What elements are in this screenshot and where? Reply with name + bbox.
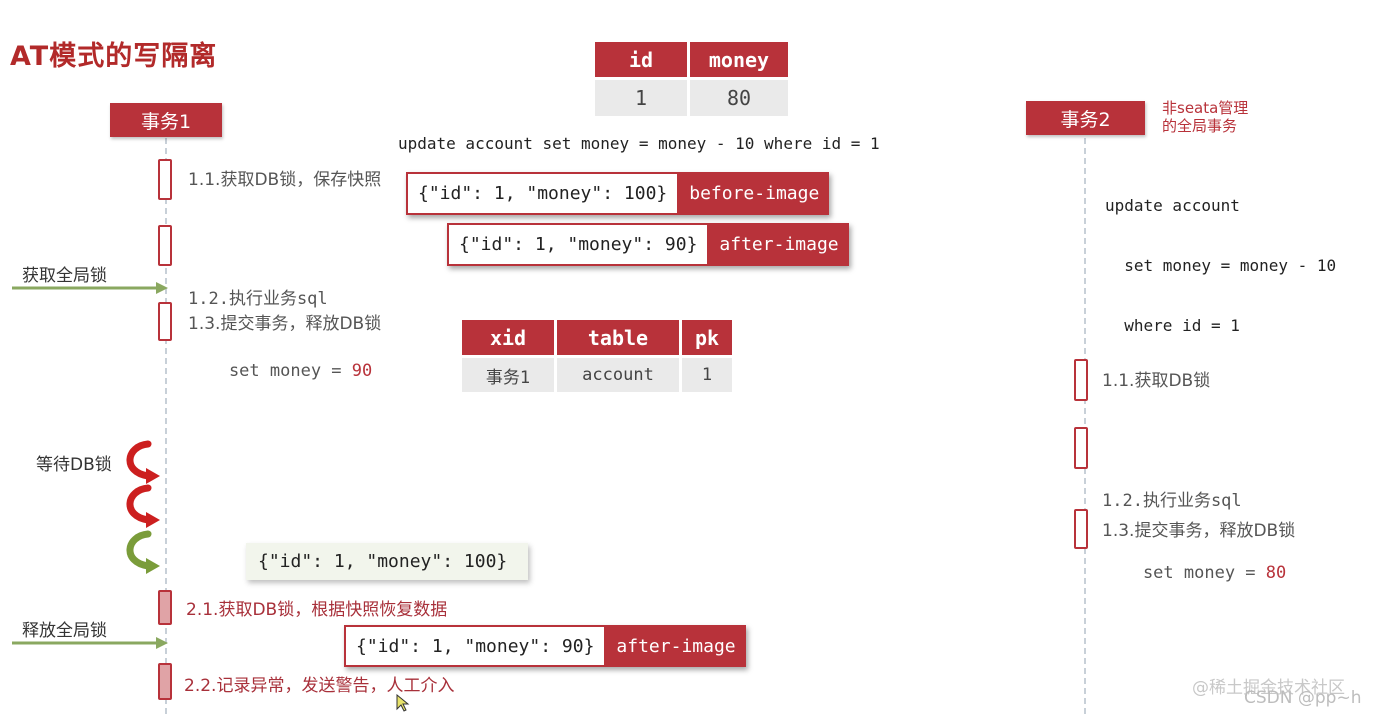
tx2-step-2-prefix: set money = <box>1102 563 1266 583</box>
cell-xid: 事务1 <box>462 355 557 392</box>
page-title: AT模式的写隔离 <box>10 41 218 72</box>
col-header-pk: pk <box>680 320 732 357</box>
tx2-activation-1 <box>1074 359 1088 401</box>
watermark-csdn: CSDN @pp~h <box>1244 688 1362 708</box>
tx2-step-2: 1.2.执行业务sql set money = 80 <box>1102 441 1286 609</box>
before-image-box: {"id": 1, "money": 100} before-image <box>406 172 830 215</box>
tx1-step-1: 1.1.获取DB锁，保存快照 <box>188 170 382 190</box>
tx2-lifeline <box>1084 138 1086 714</box>
tx2-activation-3 <box>1074 509 1088 549</box>
tx2-header: 事务2 <box>1026 101 1145 135</box>
tx1-step-2-line2: set money = 90 <box>188 359 372 383</box>
restore-json-box: {"id": 1, "money": 100} <box>246 543 528 580</box>
acquire-global-lock-arrow <box>12 282 168 294</box>
tx2-note-line1: 非seata管理 <box>1162 99 1249 117</box>
tx2-note: 非seata管理 的全局事务 <box>1162 99 1248 135</box>
tx1-activation-2 <box>158 225 172 266</box>
mouse-cursor-icon <box>396 694 410 712</box>
tx2-sql-line2: set money = money - 10 <box>1105 256 1337 275</box>
update-sql: update account set money = money - 10 wh… <box>398 134 880 153</box>
col-header-table: table <box>555 320 682 357</box>
after-image-box: {"id": 1, "money": 90} after-image <box>447 223 849 266</box>
global-lock-table: xid table pk 事务1 account 1 <box>462 320 732 392</box>
tx1-step-2-line1: 1.2.执行业务sql <box>188 289 328 309</box>
tx2-step-1: 1.1.获取DB锁 <box>1102 371 1211 391</box>
col-header-xid: xid <box>462 320 557 357</box>
tx1-lifeline <box>165 138 167 714</box>
after-image-2-json: {"id": 1, "money": 90} <box>344 625 607 667</box>
tx2-sql-line1: update account <box>1105 196 1240 215</box>
cell-pk: 1 <box>680 355 732 392</box>
tx1-step-3: 1.3.提交事务，释放DB锁 <box>188 314 382 334</box>
before-image-label: before-image <box>679 172 830 215</box>
tx1-header: 事务1 <box>110 103 222 137</box>
tx2-note-line2: 的全局事务 <box>1162 117 1238 135</box>
cell-id: 1 <box>595 77 690 116</box>
watermark-juejin: @稀土掘金技术社区 <box>1192 678 1345 698</box>
tx1-activation-4 <box>158 590 172 625</box>
tx2-step-2-line1: 1.2.执行业务sql <box>1102 491 1242 511</box>
tx1-activation-1 <box>158 159 172 200</box>
release-global-lock-label: 释放全局锁 <box>22 621 107 641</box>
tx2-step-3: 1.3.提交事务，释放DB锁 <box>1102 521 1296 541</box>
before-image-json: {"id": 1, "money": 100} <box>406 172 680 215</box>
tx2-sql: update account set money = money - 10 wh… <box>1105 156 1336 356</box>
release-global-lock-arrow <box>12 637 168 649</box>
cell-table: account <box>555 355 682 392</box>
wait-db-lock-label: 等待DB锁 <box>36 455 112 475</box>
tx1-step-5: 2.2.记录异常，发送警告，人工介入 <box>184 676 455 696</box>
acquire-global-lock-label: 获取全局锁 <box>22 266 107 286</box>
tx1-activation-5 <box>158 663 172 700</box>
after-image-2-label: after-image <box>606 625 746 667</box>
cell-money: 80 <box>688 77 788 116</box>
col-header-id: id <box>595 42 690 79</box>
tx2-sql-line3: where id = 1 <box>1105 316 1240 335</box>
wait-loop-icon <box>126 440 160 574</box>
account-data-table: id money 1 80 <box>595 42 788 116</box>
tx2-activation-2 <box>1074 427 1088 469</box>
after-image-label: after-image <box>709 223 849 266</box>
tx1-step-4: 2.1.获取DB锁，根据快照恢复数据 <box>186 600 448 620</box>
col-header-money: money <box>688 42 788 79</box>
after-image-json: {"id": 1, "money": 90} <box>447 223 710 266</box>
tx2-step-2-value: 80 <box>1265 563 1287 583</box>
tx2-step-2-line2: set money = 80 <box>1102 561 1286 585</box>
after-image-2-box: {"id": 1, "money": 90} after-image <box>344 625 746 667</box>
tx1-step-2-value: 90 <box>351 361 373 381</box>
tx1-activation-3 <box>158 302 172 341</box>
tx1-step-2: 1.2.执行业务sql set money = 90 <box>188 239 372 407</box>
tx1-step-2-prefix: set money = <box>188 361 352 381</box>
